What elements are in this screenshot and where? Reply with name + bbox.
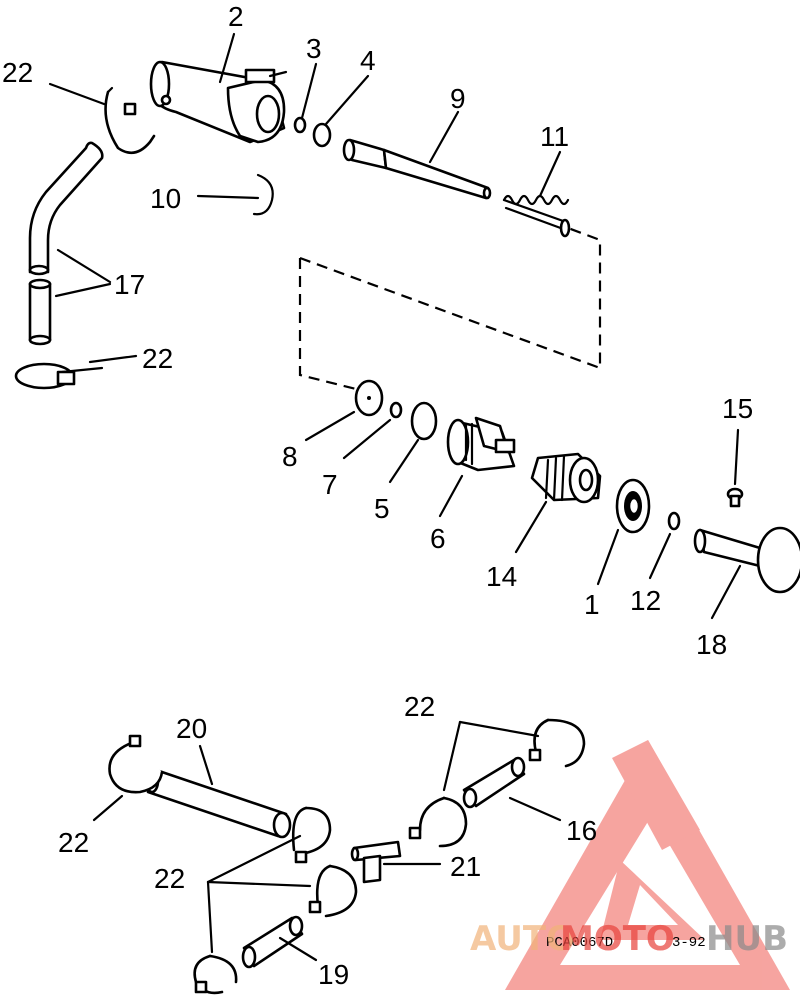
label-part-16: 16 (566, 815, 597, 846)
label-part-21: 21 (450, 851, 481, 882)
label-part-2: 2 (228, 1, 244, 32)
label-part-3: 3 (306, 33, 322, 64)
part-22-clamp (104, 86, 156, 155)
part-2-housing (149, 60, 288, 144)
part-17-hose-lower (28, 278, 52, 346)
dashed-guide (298, 258, 361, 392)
part-18-knob (693, 526, 800, 594)
part-1-nut (615, 478, 651, 534)
label-part-8: 8 (282, 441, 298, 472)
label-part-22: 22 (404, 691, 435, 722)
label-part-22: 22 (58, 827, 89, 858)
watermark-hub: HUB (706, 919, 788, 959)
label-part-14: 14 (486, 561, 517, 592)
watermark-moto: MOTO (560, 919, 675, 959)
label-part-18: 18 (696, 629, 727, 660)
callout-labels: 2 3 4 9 11 22 10 17 22 8 7 5 6 14 1 12 1… (2, 1, 753, 990)
part-6-valve-body (446, 416, 516, 472)
label-part-20: 20 (176, 713, 207, 744)
part-5-o-ring (410, 401, 438, 441)
part-22-clamp (408, 796, 468, 848)
part-21-fitting (350, 840, 402, 884)
label-part-17: 17 (114, 269, 145, 300)
label-part-22: 22 (154, 863, 185, 894)
part-9-shaft (342, 138, 492, 200)
label-part-1: 1 (584, 589, 600, 620)
part-11-spring (502, 194, 571, 238)
label-part-22: 22 (142, 343, 173, 374)
dashed-guide (299, 226, 602, 370)
label-part-11: 11 (540, 121, 569, 152)
part-3-o-ring (293, 116, 307, 134)
label-part-12: 12 (630, 585, 661, 616)
part-22-clamp (291, 806, 332, 864)
label-part-10: 10 (150, 183, 181, 214)
label-part-4: 4 (360, 45, 376, 76)
part-7-o-ring (389, 401, 403, 419)
watermark-auto: AUTO (470, 919, 575, 959)
label-part-22: 22 (2, 57, 33, 88)
part-10-clip (252, 173, 274, 216)
part-22-clamp (528, 718, 586, 768)
part-22-clamp (193, 954, 238, 995)
watermark-text: AUTO MOTO HUB (470, 919, 788, 959)
part-4-o-ring (312, 122, 332, 148)
label-part-5: 5 (374, 493, 390, 524)
part-17-hose-upper (28, 141, 104, 276)
part-22-clamp (108, 734, 164, 794)
label-part-19: 19 (318, 959, 349, 990)
diagram-code: PCA0067D (546, 935, 613, 951)
part-16-hose (462, 756, 526, 809)
leader-lines (48, 32, 742, 962)
part-20-hose (144, 768, 292, 839)
label-part-7: 7 (322, 469, 338, 500)
label-part-9: 9 (450, 83, 466, 114)
part-8-washer (354, 379, 384, 417)
label-part-6: 6 (430, 523, 446, 554)
part-22-clamp (14, 362, 104, 390)
part-12-o-ring (667, 511, 681, 531)
diagram-date: 3-92 (672, 935, 706, 951)
part-14-sleeve (530, 452, 602, 504)
watermark-logo (505, 740, 790, 990)
part-19-hose (241, 915, 304, 969)
part-22-clamp (308, 864, 358, 918)
part-15-screw (726, 487, 744, 508)
label-part-15: 15 (722, 393, 753, 424)
